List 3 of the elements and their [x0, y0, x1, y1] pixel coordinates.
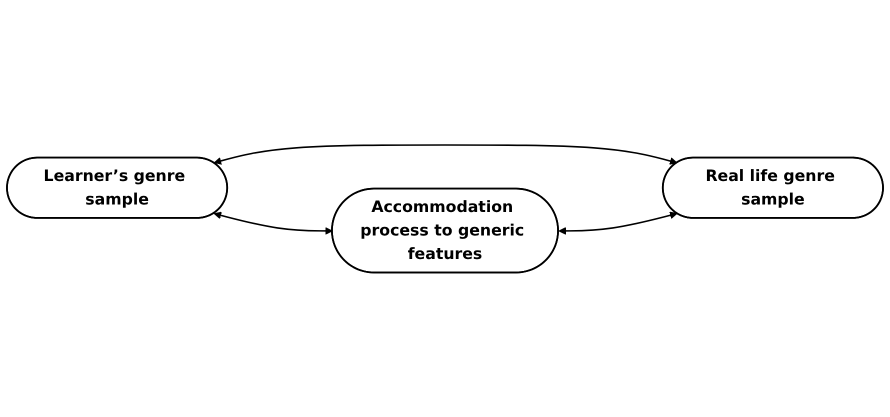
- arrow: [214, 211, 333, 235]
- arrow: [214, 144, 678, 165]
- arrow: [558, 211, 678, 235]
